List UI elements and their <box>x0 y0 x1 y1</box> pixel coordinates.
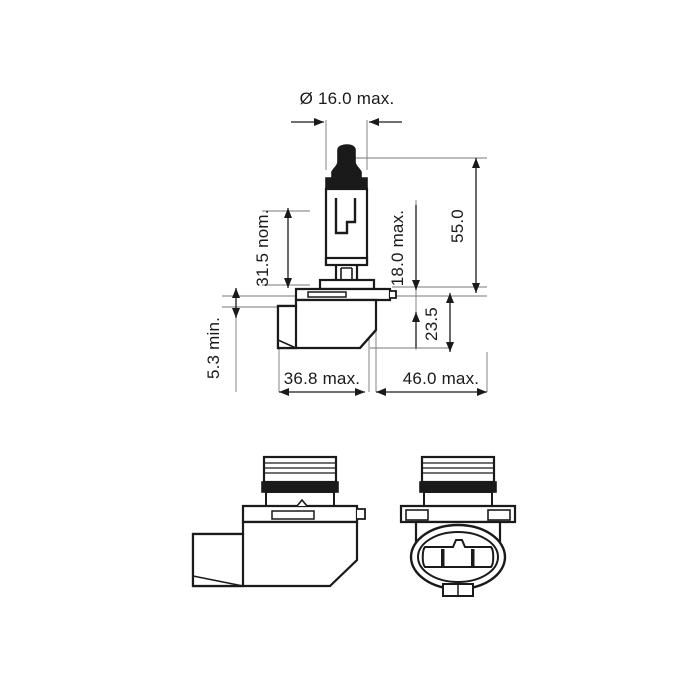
front-barrel-collar <box>423 491 493 507</box>
dim-label-55-0: 55.0 <box>448 209 467 243</box>
bulb-tip-cap <box>331 144 362 179</box>
front-flange-ear-left <box>405 509 429 521</box>
dim-diameter-16: Ø 16.0 max. <box>291 89 402 126</box>
o-ring-band <box>261 481 339 493</box>
inner-support-loop <box>340 267 353 281</box>
barrel-ribs <box>264 462 336 474</box>
dim-55-0: 55.0 <box>448 158 480 293</box>
terminal-blade-right <box>471 549 475 567</box>
dim-5-3-min: 5.3 min. <box>204 288 240 392</box>
dim-label-36-8: 36.8 max. <box>284 369 360 388</box>
dim-36-8-max: 36.8 max. <box>279 369 365 396</box>
side-plug-chamfer <box>192 575 244 587</box>
flange-slot <box>307 291 347 298</box>
base-side-view <box>191 455 366 588</box>
dim-label-23-5: 23.5 <box>422 307 441 341</box>
base-front-view <box>399 455 517 597</box>
flange-notch-peak <box>296 498 308 507</box>
filament <box>334 198 357 235</box>
base-flange-slot <box>271 510 315 520</box>
dim-label-diameter: Ø 16.0 max. <box>300 89 395 108</box>
dim-46-0-max: 46.0 max. <box>376 369 487 396</box>
dim-label-31-5: 31.5 nom. <box>253 209 272 286</box>
bulb-main-view <box>276 144 397 350</box>
base-collar-upper <box>318 278 376 291</box>
dim-18-0-max: 18.0 max. <box>388 205 420 348</box>
plug-nose-chamfer <box>277 339 297 349</box>
flange-tab-right <box>390 290 397 299</box>
front-barrel-ribbed <box>420 455 496 484</box>
base-flange-tab <box>357 508 366 520</box>
barrel-ribbed <box>262 455 338 484</box>
front-o-ring-band <box>419 481 497 493</box>
dim-label-5-3: 5.3 min. <box>204 317 223 379</box>
pinch-seal <box>324 256 369 267</box>
support-wires <box>334 265 359 281</box>
dim-23-5: 23.5 <box>422 293 454 352</box>
dim-31-5-nom: 31.5 nom. <box>253 208 292 288</box>
front-barrel-ribs <box>422 462 494 474</box>
terminal-blade-left <box>441 549 445 567</box>
front-flange-ear-right <box>487 509 511 521</box>
housing-chamfer <box>359 329 377 349</box>
dim-label-18-0: 18.0 max. <box>388 210 407 286</box>
dim-label-46-0: 46.0 max. <box>403 369 479 388</box>
front-flange-plate <box>399 504 517 524</box>
socket-inner-keyed <box>421 539 495 568</box>
